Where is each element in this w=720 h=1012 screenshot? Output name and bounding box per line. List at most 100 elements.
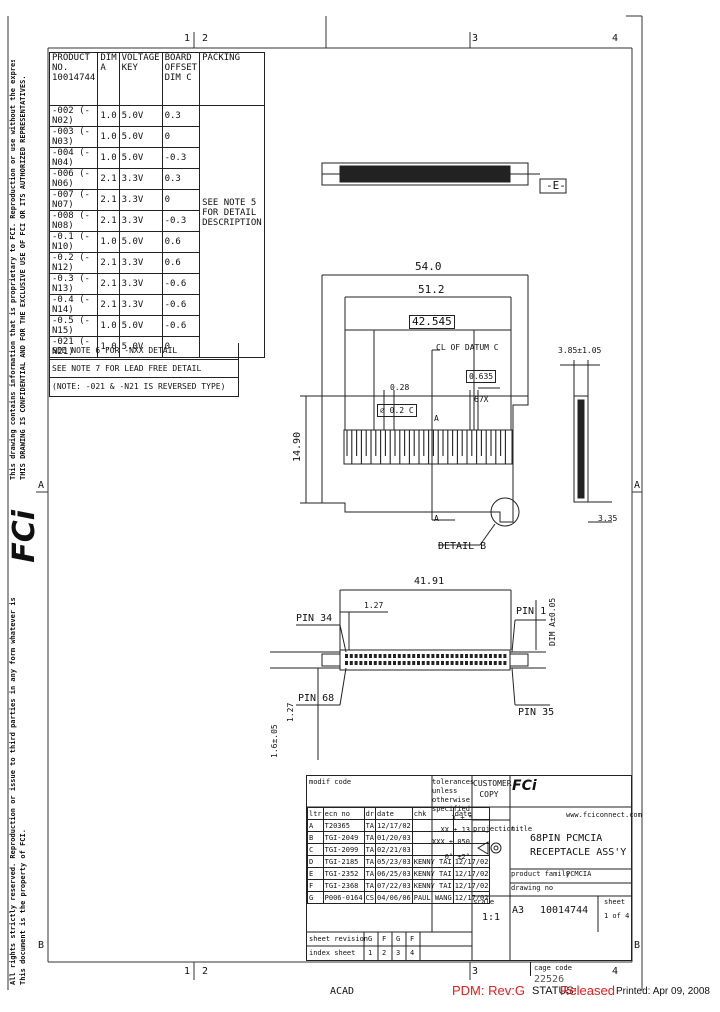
pin-contact (421, 654, 425, 658)
sheet-rev-1: G (368, 935, 373, 943)
gdt-datum: C (408, 406, 414, 415)
table-cell: 1.0 (97, 231, 120, 253)
pin-contact (431, 654, 435, 658)
projection-label: projection (473, 825, 516, 833)
pin-contact (412, 654, 416, 658)
table-cell: 3.3V (118, 189, 163, 211)
pin-contact (455, 661, 459, 665)
pin-contact (484, 661, 488, 665)
sheet-rev-2: F (382, 935, 387, 943)
pin-contact (465, 661, 468, 665)
pin-contact (417, 654, 420, 658)
pin-contact (383, 661, 387, 665)
pin-contact (393, 654, 396, 658)
pin-contact (407, 654, 411, 658)
revision-cell: TA (363, 819, 377, 832)
datum-e-label: -E- (546, 179, 566, 192)
zone-bottom-4: 4 (612, 966, 619, 977)
pin-contact (354, 661, 358, 665)
pin-34-label: PIN 34 (296, 613, 333, 624)
pin-contact (359, 661, 363, 665)
projection-symbol-icon (477, 841, 502, 855)
pin-contact (460, 661, 464, 665)
table-cell: 2.1 (97, 189, 120, 211)
table-cell: 0.6 (161, 252, 201, 274)
pin-contact (426, 654, 430, 658)
zone-top-2: 2 (202, 33, 209, 44)
pin-contact (345, 654, 348, 658)
pin-contact (364, 654, 368, 658)
pin-contact (397, 661, 401, 665)
pin-contact (493, 661, 497, 665)
pin-contact (450, 654, 454, 658)
col-packing: PACKING (199, 52, 265, 106)
title-line-2: RECEPTACLE ASS'Y (530, 847, 627, 858)
pin-contact (441, 661, 444, 665)
pin-contact (431, 661, 435, 665)
table-cell: 0.3 (161, 168, 201, 190)
table-cell: 0 (161, 336, 201, 358)
zone-bottom-1: 1 (184, 966, 191, 977)
dim-14-90: 14.90 (292, 431, 303, 462)
size-value: A3 (512, 905, 525, 916)
tol-x: X ±.5 (451, 814, 473, 822)
zone-right-b: B (634, 940, 641, 951)
title-label: title (511, 825, 533, 833)
col-dim-a: DIM A (97, 52, 120, 106)
pin-contact (407, 661, 411, 665)
pin-contact (378, 654, 382, 658)
pin-contact (445, 661, 449, 665)
status-label: STATUS: (532, 985, 577, 997)
pin-contact (412, 661, 416, 665)
sheet-rev-4: F (410, 935, 415, 943)
dim-41-91: 41.91 (414, 576, 445, 587)
pin-contact (503, 654, 507, 658)
pin-contact (474, 654, 478, 658)
pin-contact (469, 654, 473, 658)
product-family-value: PCMCIA (566, 870, 592, 878)
table-header-row: PRODUCT NO. 10014744 DIM A VOLTAGE KEY B… (48, 52, 265, 106)
cage-code-value: 22526 (534, 974, 565, 985)
table-cell: 0 (161, 126, 201, 148)
dim-0-635: 0.635 (466, 370, 497, 383)
pin-contact (354, 654, 358, 658)
pin-contact (369, 654, 372, 658)
pin-contact (498, 654, 502, 658)
table-cell: -0.6 (161, 294, 201, 316)
pin-contact (349, 654, 353, 658)
title-block (306, 775, 632, 961)
sheet-num-3: 3 (396, 949, 401, 957)
zone-top-1: 1 (184, 33, 191, 44)
dim-42-545: 42.545 (409, 315, 455, 329)
pin-contact (436, 661, 440, 665)
dim-1-27-top: 1.27 (364, 601, 384, 610)
zone-left-b: B (38, 940, 45, 951)
note-6-row: SEE NOTE 6 FOR -NXX DETAIL (49, 343, 239, 360)
pin-contact (349, 661, 353, 665)
part-number-table: PRODUCT NO. 10014744 DIM A VOLTAGE KEY B… (48, 52, 265, 358)
pin-contact (402, 654, 406, 658)
customer-copy-label: CUSTOMER COPY (473, 779, 512, 799)
dim-51-2: 51.2 (418, 283, 445, 296)
pin-contact (460, 654, 464, 658)
title-line-1: 68PIN PCMCIA (530, 833, 603, 844)
section-a-bottom: A (434, 514, 439, 523)
sheet-num-2: 2 (382, 949, 387, 957)
status-value: Released (560, 983, 615, 998)
revision-cell: P006-0164 (322, 891, 365, 904)
pin-contact (417, 661, 420, 665)
pin-contact (489, 654, 492, 658)
reversed-type-note: (NOTE: -021 & -N21 IS REVERSED TYPE) (49, 378, 239, 397)
tol-angle: 0° ±2° (444, 853, 470, 861)
zone-right-a: A (634, 480, 641, 491)
product-family-label: product family (511, 870, 571, 878)
pin-contact (436, 654, 440, 658)
pin-contact (402, 661, 406, 665)
cl-datum-label: CL OF DATUM C (436, 343, 499, 352)
